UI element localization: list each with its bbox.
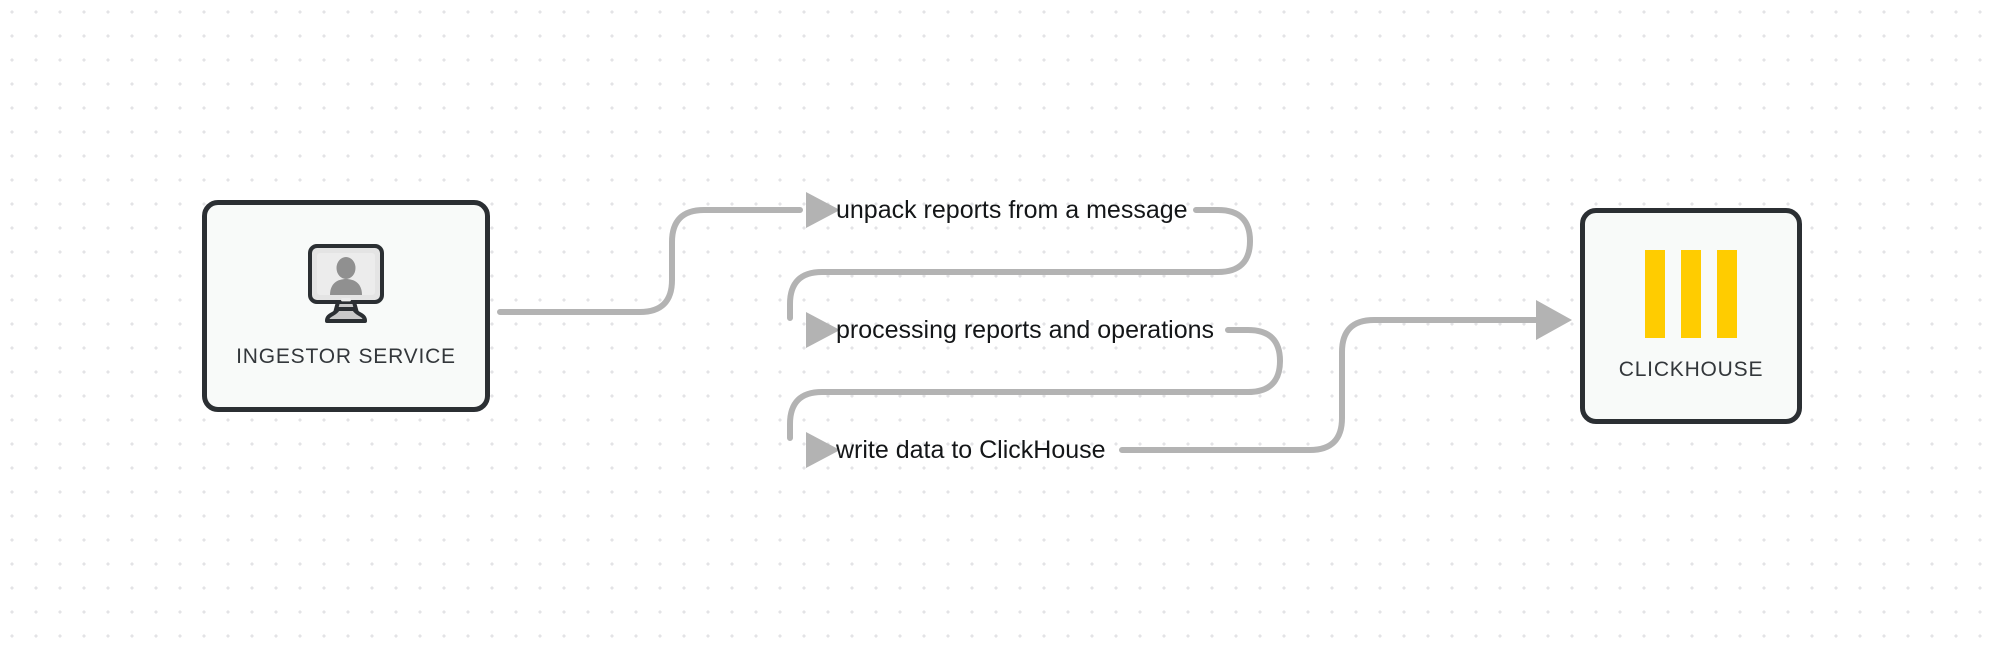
connector-step-3-to-clickhouse bbox=[1119, 317, 1543, 453]
node-ingestor-service[interactable]: INGESTOR SERVICE bbox=[202, 200, 490, 412]
clickhouse-bar-1 bbox=[1645, 250, 1665, 338]
node-ingestor-service-label: INGESTOR SERVICE bbox=[236, 345, 456, 368]
clickhouse-bar-2 bbox=[1681, 250, 1701, 338]
node-clickhouse[interactable]: CLICKHOUSE bbox=[1580, 208, 1802, 424]
step-label-write-data: write data to ClickHouse bbox=[836, 436, 1106, 464]
arrowhead-step-1 bbox=[806, 192, 840, 228]
node-clickhouse-label: CLICKHOUSE bbox=[1618, 358, 1764, 381]
clickhouse-bars-icon bbox=[1645, 250, 1737, 338]
arrowhead-step-2 bbox=[806, 312, 840, 348]
connector-ingestor-to-step-1 bbox=[497, 207, 803, 315]
arrowhead-clickhouse bbox=[1536, 300, 1572, 340]
step-label-unpack-reports: unpack reports from a message bbox=[836, 196, 1188, 224]
arrowhead-step-3 bbox=[806, 432, 840, 468]
monitor-user-icon bbox=[294, 243, 398, 327]
connector-step-2-to-step-3 bbox=[787, 327, 1283, 441]
step-label-processing-reports: processing reports and operations bbox=[836, 316, 1215, 344]
clickhouse-bar-3 bbox=[1717, 250, 1737, 338]
connector-step-1-to-step-2 bbox=[787, 207, 1253, 321]
